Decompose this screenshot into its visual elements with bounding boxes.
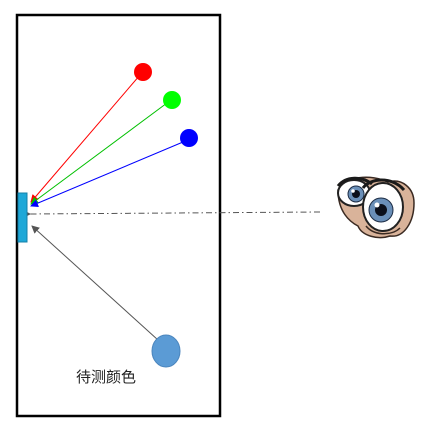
blue-light-source	[180, 129, 198, 147]
sample-color-label: 待测颜色	[76, 368, 136, 386]
blue-light-ray	[30, 141, 184, 207]
enclosure-box	[15, 13, 222, 418]
sensor-strip	[17, 192, 28, 243]
green-light-ray	[30, 102, 168, 205]
red-light-source	[134, 63, 152, 81]
observer-sight-line	[22, 210, 321, 219]
red-light-ray	[30, 74, 141, 203]
sample-color-disc	[151, 334, 181, 368]
sample-reflection-ray	[31, 225, 159, 341]
eyes-icon	[336, 176, 415, 239]
green-light-source	[163, 91, 181, 109]
